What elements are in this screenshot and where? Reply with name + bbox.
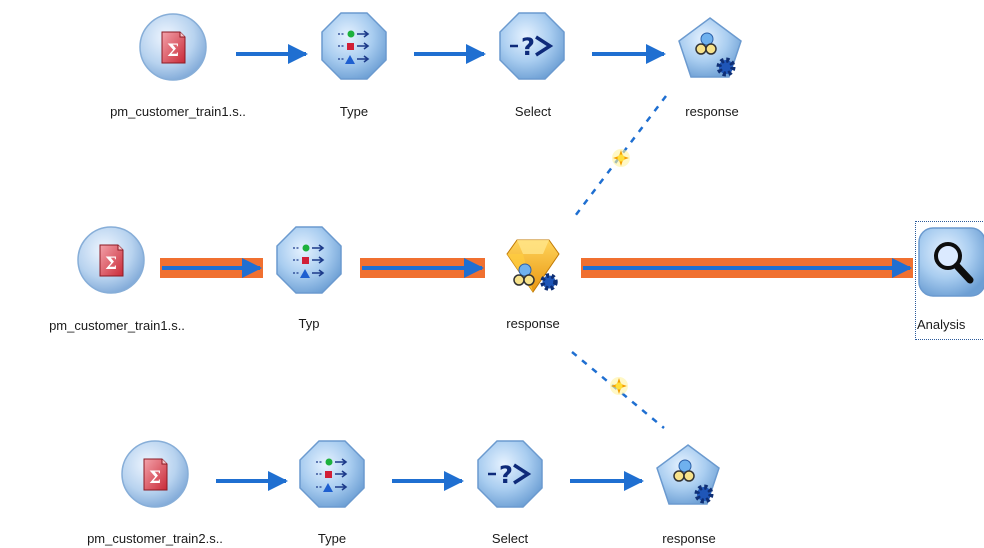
select-node-row1[interactable]: ?	[499, 12, 565, 80]
svg-text:?: ?	[521, 33, 535, 61]
analysis-node[interactable]	[918, 227, 984, 297]
model-label-row1: response	[685, 104, 739, 119]
statistics-file-icon: Σ	[99, 244, 124, 277]
source-label-row2: pm_customer_train1.s..	[49, 318, 185, 333]
type-node-row3[interactable]	[299, 440, 365, 508]
analysis-label: Analysis	[917, 317, 966, 332]
source-label-row3: pm_customer_train2.s..	[87, 531, 223, 546]
model-nugget-icon	[506, 239, 560, 293]
type-label-row2: Typ	[298, 316, 320, 331]
model-node-row1[interactable]	[678, 17, 742, 78]
svg-text:Σ: Σ	[149, 468, 161, 488]
modeling-icon	[695, 32, 736, 77]
model-node-row3[interactable]	[656, 444, 720, 505]
svg-text:Σ: Σ	[167, 41, 179, 61]
type-node-row1[interactable]	[321, 12, 387, 80]
sparkle-icon	[610, 377, 628, 395]
source-node-row1[interactable]: Σ	[139, 13, 207, 81]
select-icon: ?	[488, 461, 532, 489]
links	[160, 44, 913, 491]
svg-text:?: ?	[499, 461, 513, 489]
type-icon	[338, 30, 370, 64]
sparkle-icon	[612, 149, 630, 167]
type-node-row2[interactable]	[276, 226, 342, 294]
select-icon: ?	[510, 33, 554, 61]
source-label-row1: pm_customer_train1.s..	[110, 104, 246, 119]
select-label-row3: Select	[491, 531, 529, 546]
type-label-row3: Type	[317, 531, 347, 546]
nugget-label-row2: response	[506, 316, 560, 331]
statistics-file-icon: Σ	[161, 31, 186, 64]
model-label-row3: response	[662, 531, 716, 546]
type-icon	[293, 244, 325, 278]
model-nugget-row2[interactable]	[506, 239, 560, 293]
modeling-icon	[673, 459, 714, 504]
select-node-row3[interactable]: ?	[477, 440, 543, 508]
analysis-magnifier-icon	[934, 242, 974, 284]
source-node-row2[interactable]: Σ	[77, 226, 145, 294]
svg-text:Σ: Σ	[105, 254, 117, 274]
type-label-row1: Type	[339, 104, 369, 119]
source-node-row3[interactable]: Σ	[121, 440, 189, 508]
type-icon	[316, 458, 348, 492]
select-label-row1: Select	[514, 104, 552, 119]
statistics-file-icon: Σ	[143, 458, 168, 491]
